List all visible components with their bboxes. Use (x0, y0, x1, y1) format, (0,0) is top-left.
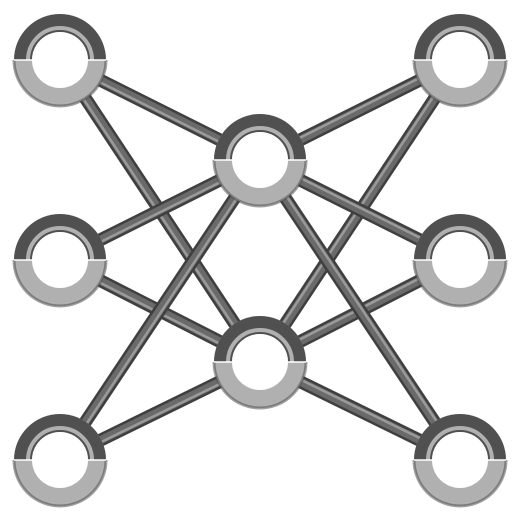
node-ring-upper-half (214, 114, 306, 160)
node-ring-upper-half (14, 14, 106, 60)
edge-tube-highlight (260, 158, 463, 460)
edge-tube-highlight (60, 160, 263, 462)
node-ring-hole (232, 334, 288, 390)
node-ring-inner-highlight (26, 426, 94, 461)
node-ring-upper-half (214, 316, 306, 362)
node-ring-bottom-edge (12, 259, 108, 308)
node-ring-bottom-edge (12, 59, 108, 108)
node-ring-hole (432, 232, 488, 288)
node-ring-bottom-edge (12, 459, 108, 508)
node-ring-upper-half (14, 214, 106, 260)
node-ring-lower-half (14, 60, 106, 106)
node-center-top (212, 114, 308, 208)
node-ring-bottom-edge (412, 59, 508, 108)
node-ring-inner-highlight (26, 26, 94, 61)
node-ring-bottom-edge (412, 459, 508, 508)
node-ring-upper-half (414, 14, 506, 60)
nodes-layer (12, 14, 508, 508)
node-ring-inner-highlight (426, 426, 494, 461)
node-ring-hole (32, 32, 88, 88)
node-ring-hole (32, 232, 88, 288)
node-ring-upper-half (414, 214, 506, 260)
node-left-bottom (12, 414, 108, 508)
node-right-top (412, 14, 508, 108)
node-ring-lower-half (414, 260, 506, 306)
node-right-middle (412, 214, 508, 308)
node-ring-lower-half (214, 362, 306, 408)
node-center-bottom (212, 316, 308, 410)
edge-left-bottom-to-center-top (54, 156, 266, 464)
node-ring-hole (232, 132, 288, 188)
node-ring-bottom-edge (212, 361, 308, 410)
node-ring-hole (32, 432, 88, 488)
node-ring-bottom-edge (212, 159, 308, 208)
node-right-bottom (412, 414, 508, 508)
node-ring-upper-half (414, 414, 506, 460)
node-ring-inner-highlight (26, 226, 94, 261)
edge-right-bottom-to-center-top (254, 156, 466, 464)
node-left-middle (12, 214, 108, 308)
node-ring-lower-half (414, 460, 506, 506)
node-left-top (12, 14, 108, 108)
node-ring-inner-highlight (426, 226, 494, 261)
node-ring-hole (432, 432, 488, 488)
node-ring-bottom-edge (412, 259, 508, 308)
node-ring-lower-half (214, 160, 306, 206)
node-ring-inner-highlight (226, 328, 294, 363)
edge-tube-body (56, 157, 264, 463)
node-ring-lower-half (14, 460, 106, 506)
node-ring-upper-half (14, 414, 106, 460)
node-ring-hole (432, 32, 488, 88)
node-ring-lower-half (14, 260, 106, 306)
node-ring-inner-highlight (226, 126, 294, 161)
edge-tube-body (256, 157, 464, 463)
node-ring-inner-highlight (426, 26, 494, 61)
node-ring-lower-half (414, 60, 506, 106)
